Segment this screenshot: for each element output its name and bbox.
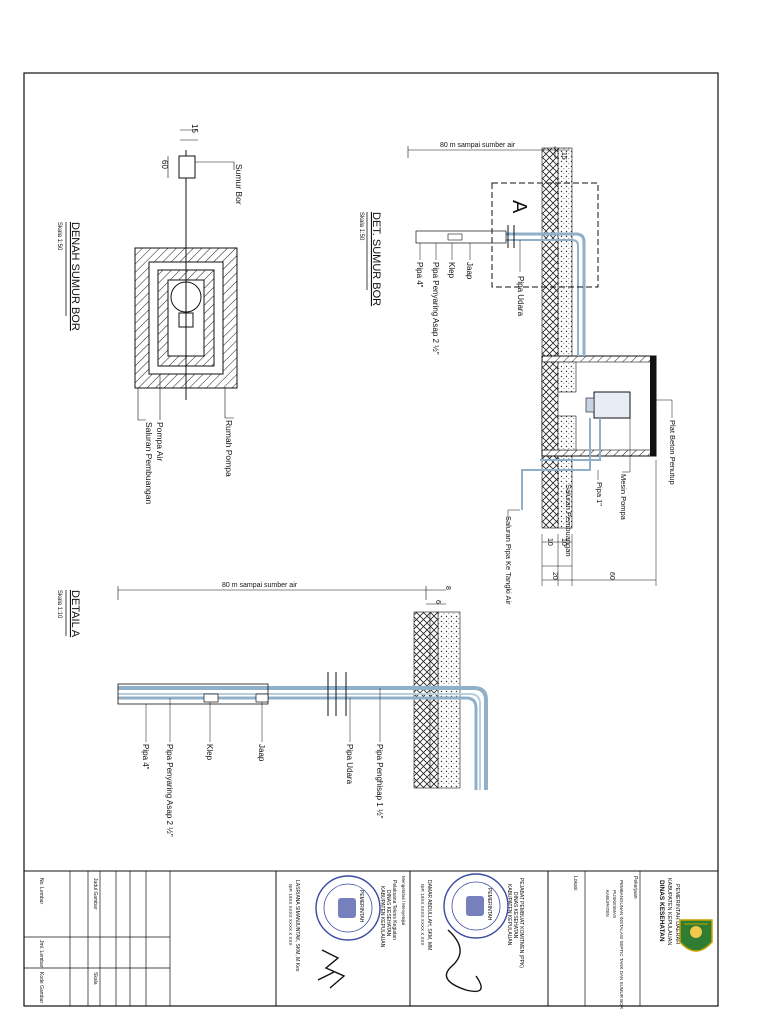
tb-location-label: Lokasi (572, 876, 578, 890)
tb-project3: KABUPATEN (605, 890, 610, 917)
plan-title: DENAH SUMUR BOR (69, 222, 81, 331)
detail-scale: Skala 1:10 (56, 590, 62, 619)
tb-scale-label: Skala (92, 972, 98, 985)
detail-dim-a: 8 (444, 586, 451, 590)
detail-dim-depth: 80 m sampai sumber air (222, 582, 298, 589)
section-label-saluran-tangki: Saluran Pipa Ke Tangki Air (504, 516, 513, 605)
detail-label-pipa4: Pipa 4" (141, 744, 150, 770)
tb-kadis-org2: KABUPATEN KEPULAUAN (379, 886, 385, 948)
svg-text:PEMERINTAH: PEMERINTAH (358, 890, 364, 923)
section-label-mesin: Mesin Pompa (619, 474, 628, 521)
pump-motor (593, 391, 631, 419)
tb-project2: PUSKESMAS (612, 890, 617, 918)
section-dim-10a: 10 (546, 538, 553, 546)
section-label-pipa-penyaring: Pipa Penyaring Asap 2 ½" (431, 262, 440, 355)
tb-kadis-org: DINAS KESEHATAN (385, 890, 391, 937)
detail-a-marker (491, 182, 599, 288)
svg-text:PEMERINTAH: PEMERINTAH (486, 888, 492, 921)
detail-klep (203, 693, 219, 703)
section-dim-10b: 10 (560, 538, 567, 546)
title-block: No. Lembar Jml. Lembar Kode Gambar Judul… (24, 870, 718, 1010)
tb-project-label: Pekerjaan (632, 876, 638, 899)
plan-dim-side: 60 (160, 160, 169, 169)
detail-dim-b: 6 (434, 600, 441, 604)
official-seal-2: PEMERINTAH (443, 873, 509, 939)
tb-signer2-name: LASRIANA SIMANJUNTAK, SKM, M.Kes (294, 880, 300, 972)
tb-code-label: Kode Gambar (38, 972, 44, 1003)
tb-signer1-nip: NIP. 19XX XXXX XXXX X XXX (420, 884, 425, 945)
tb-project1: PEMBANGUNAN INSTALASI SEPTIC TANK DAN SU… (619, 880, 624, 1010)
detail-jaap (255, 693, 269, 703)
section-dim-top: 15 (560, 152, 567, 160)
section-view: A 80 m sampai sumber air 15 Pipa Udara J… (358, 142, 677, 605)
section-label-klep: Klep (447, 262, 456, 279)
detail-a-letter: A (508, 200, 530, 214)
detail-title: DETAIL A (69, 590, 81, 638)
signature-1 (317, 949, 346, 989)
section-label-jaap: Jaap (465, 262, 474, 280)
section-label-saluran-pembuangan: Saluran Pembuangan (564, 484, 573, 557)
plan-label-pompa: Pompa Air (155, 422, 165, 461)
detail-soil-layer (413, 611, 439, 789)
section-dim-depth: 80 m sampai sumber air (440, 142, 516, 149)
section-label-plat: Plat Beton Penutup (668, 420, 677, 485)
tb-kadis-title: Pelaksana Teknis Kegiatan (391, 880, 397, 940)
detail-gravel-layer (437, 611, 461, 789)
tb-ppk-org2: KABUPATEN KEPULAUAN (506, 884, 512, 946)
detail-label-jaap: Jaap (257, 744, 266, 762)
plan-dim-top: 15 (190, 124, 199, 133)
detail-label-penyaring: Pipa Penyaring Asap 2 ½" (165, 744, 174, 837)
tb-drawing-label: Judul Gambar (92, 878, 98, 910)
plan-scale: Skala 1:50 (56, 222, 62, 251)
section-title: DET. SUMUR BOR (370, 212, 382, 306)
tb-agency2: KABUPATEN KEPULAUAN (666, 878, 672, 945)
tb-sheet-label: No. Lembar (38, 878, 44, 904)
detail-label-penghisap: Pipa Penghisap 1 ½" (375, 744, 384, 819)
tb-approve-label: Mengetahui / Menyetujui (401, 876, 406, 925)
tb-agency1: PEMERINTAH DAERAH (674, 884, 680, 944)
section-scale: Skala 1:50 (358, 212, 364, 241)
tb-signer1-name: DAMAR ABDULLAH, SKM, MM (426, 880, 432, 950)
section-label-pipa4: Pipa 4" (415, 262, 424, 288)
sheet-border (23, 72, 719, 1007)
official-seal-1: PEMERINTAH (315, 875, 381, 941)
regency-logo (679, 919, 713, 952)
section-dim-20: 20 (551, 572, 558, 580)
detail-a-view: 80 m sampai sumber air 8 6 Jaap Klep Pip… (56, 582, 488, 837)
tb-ppk-title: PEJABAT PEMBUAT KOMITMEN (PPK) (518, 878, 524, 968)
plan-label-rumah: Rumah Pompa (224, 420, 234, 477)
section-label-pipa-udara: Pipa Udara (516, 276, 525, 317)
plan-view: 15 60 Sumur Bor Rumah Pompa Pompa Air Sa… (56, 124, 244, 505)
section-label-pipa1: Pipa 1" (595, 482, 604, 506)
tb-count-label: Jml. Lembar (38, 940, 44, 968)
detail-label-udara: Pipa Udara (345, 744, 354, 785)
well-box (178, 155, 196, 179)
plan-label-saluran: Saluran Pembuangan (144, 422, 154, 505)
detail-label-klep: Klep (205, 744, 214, 761)
tb-agency3: DINAS KESEHATAN (658, 880, 665, 942)
detail-pipes (118, 686, 488, 790)
section-pipes (416, 232, 601, 510)
signature-2 (445, 929, 482, 993)
plan-label-sumur: Sumur Bor (234, 164, 244, 205)
section-dim-60: 60 (608, 572, 615, 580)
tb-ppk-org: DINAS KESEHATAN (512, 892, 518, 939)
tb-signer2-nip: NIP. 19XX XXXX XXXX X XXX (288, 884, 293, 945)
